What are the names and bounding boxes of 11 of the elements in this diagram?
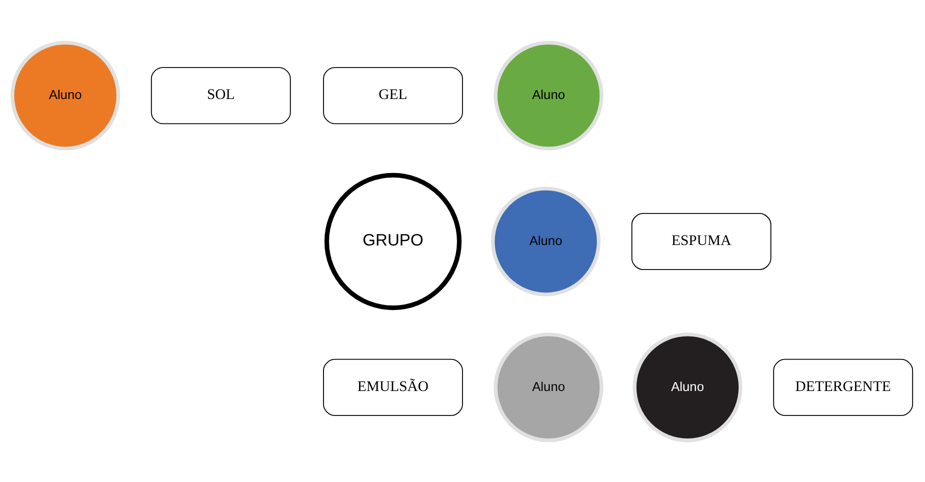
node-circle: Aluno [491, 186, 601, 296]
node-circle: Aluno [10, 40, 120, 150]
node-circle: GRUPO [324, 172, 462, 310]
node-box: DETERGENTE [773, 358, 914, 416]
node-circle: Aluno [632, 332, 742, 442]
node-box: ESPUMA [631, 212, 772, 270]
node-circle: Aluno [494, 40, 604, 150]
node-box: GEL [323, 66, 463, 124]
node-box: EMULSÃO [323, 358, 463, 416]
node-circle: Aluno [494, 332, 604, 442]
node-box: SOL [150, 66, 291, 124]
